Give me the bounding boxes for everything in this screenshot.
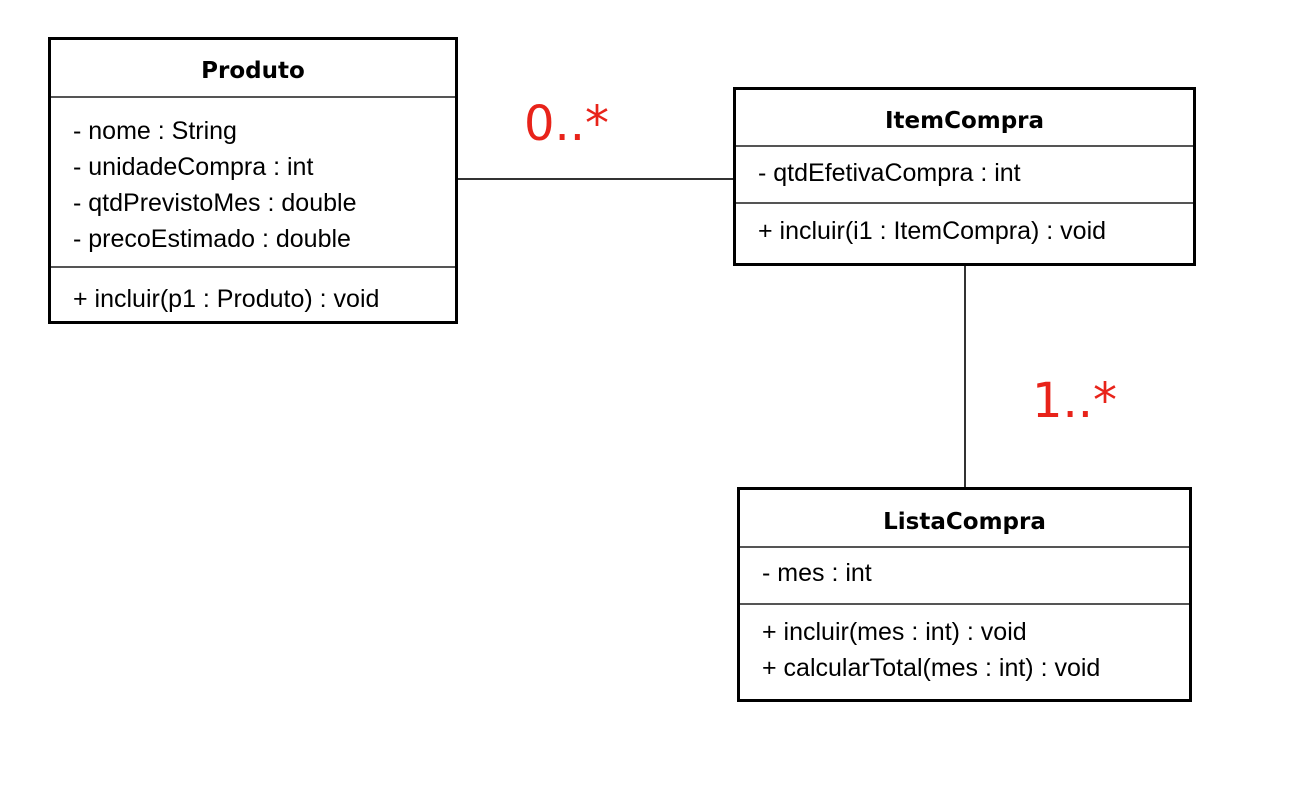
class-name: Produto (51, 40, 455, 98)
attributes-compartment: - nome : String - unidadeCompra : int - … (51, 98, 455, 268)
attribute: - precoEstimado : double (73, 225, 351, 253)
attribute: - nome : String (73, 117, 237, 145)
method: + incluir(mes : int) : void (762, 618, 1027, 646)
multiplicity-label: 1..* (1032, 373, 1118, 429)
methods-compartment: + incluir(p1 : Produto) : void (51, 268, 455, 317)
class-listacompra[interactable]: ListaCompra - mes : int + incluir(mes : … (737, 487, 1192, 702)
methods-compartment: + incluir(mes : int) : void + calcularTo… (740, 605, 1189, 686)
attributes-compartment: - qtdEfetivaCompra : int (736, 147, 1193, 204)
method: + calcularTotal(mes : int) : void (762, 654, 1101, 682)
attribute: - unidadeCompra : int (73, 153, 314, 181)
attributes-compartment: - mes : int (740, 548, 1189, 605)
class-itemcompra[interactable]: ItemCompra - qtdEfetivaCompra : int + in… (733, 87, 1196, 266)
class-name: ItemCompra (736, 90, 1193, 147)
method: + incluir(i1 : ItemCompra) : void (758, 217, 1107, 245)
attribute: - mes : int (762, 559, 872, 587)
method: + incluir(p1 : Produto) : void (73, 285, 380, 313)
class-name: ListaCompra (740, 490, 1189, 548)
multiplicity-label: 0..* (524, 96, 610, 152)
attribute: - qtdEfetivaCompra : int (758, 159, 1021, 187)
class-produto[interactable]: Produto - nome : String - unidadeCompra … (48, 37, 458, 324)
methods-compartment: + incluir(i1 : ItemCompra) : void (736, 204, 1193, 249)
attribute: - qtdPrevistoMes : double (73, 189, 357, 217)
